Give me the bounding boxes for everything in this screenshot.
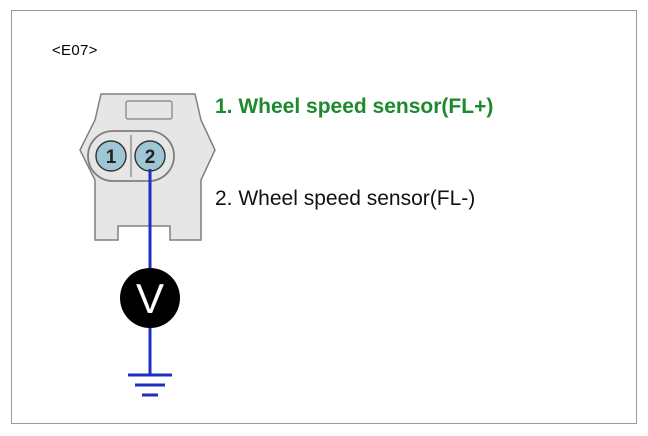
connector-latch <box>125 100 173 120</box>
pin-2-number: 2 <box>145 147 156 168</box>
voltmeter-icon: V <box>120 268 180 328</box>
connector-id-label: <E07> <box>52 42 98 59</box>
pin-1-label: 1. Wheel speed sensor(FL+) <box>215 95 494 118</box>
pin-1: 1 <box>95 140 127 172</box>
pin-2: 2 <box>134 140 166 172</box>
pin-1-number: 1 <box>106 147 117 168</box>
ground-icon <box>128 373 172 397</box>
pin-2-label: 2. Wheel speed sensor(FL-) <box>215 187 476 210</box>
meter-symbol: V <box>136 275 164 322</box>
